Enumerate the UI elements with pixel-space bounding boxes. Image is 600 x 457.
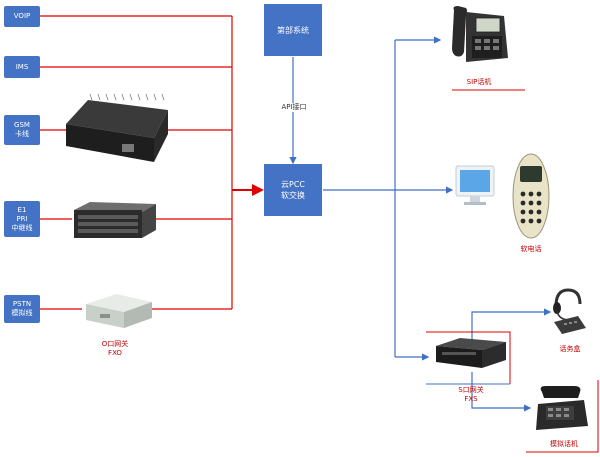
sip-phone-label: SIP话机 [466, 78, 492, 86]
analog-phone-label: 模拟话机 [550, 440, 578, 448]
fxs-gateway-label: S口网关 FXS [446, 386, 496, 404]
gsm-gateway-device [66, 93, 168, 162]
source-pstn: PSTN 模拟线 [4, 295, 40, 323]
source-e1-label-2: PRI [16, 214, 28, 223]
sip-phone-device [452, 6, 508, 62]
e1-gateway-device [74, 202, 156, 238]
fxo-gateway-label: O口网关 FXO [86, 340, 144, 358]
source-ims: IMS [4, 56, 40, 78]
source-e1-label-3: 中继线 [11, 223, 33, 232]
fxs-gateway-label-1: S口网关 [458, 386, 484, 394]
source-pstn-label-1: PSTN [12, 300, 32, 308]
fxo-gateway-label-2: FXO [108, 349, 122, 357]
soft-switch-label-2: 软交换 [281, 191, 305, 200]
analog-phone-frame [526, 380, 599, 453]
monitor-device [455, 165, 495, 205]
source-ims-label: IMS [15, 62, 29, 71]
source-gsm: GSM 卡线 [4, 115, 40, 145]
api-interface-label: API接口 [272, 103, 316, 112]
source-e1: E1 PRI 中继线 [4, 201, 40, 237]
crm-system-box: 第部系统 [264, 4, 322, 56]
fxs-gateway-label-2: FXS [464, 395, 478, 403]
analog-phone-device [536, 386, 588, 430]
headset-phone-label: 话务盒 [559, 345, 581, 353]
to-headset-arrow [471, 308, 552, 340]
source-voip-label: VOIP [13, 12, 31, 20]
fxo-gateway-device [86, 294, 152, 328]
source-gsm-label-2: 卡线 [15, 130, 29, 138]
soft-switch-label-1: 云PCC [281, 180, 305, 189]
crm-system-label: 第部系统 [277, 25, 309, 35]
fxs-gateway-device [436, 338, 506, 368]
source-gsm-label-1: GSM [14, 121, 30, 129]
headset-phone-device [553, 288, 586, 334]
source-e1-label-1: E1 [17, 205, 27, 214]
soft-phone-label: 软电话 [520, 245, 542, 253]
fxo-gateway-label-1: O口网关 [101, 340, 129, 348]
soft-switch-box: 云PCC 软交换 [264, 164, 322, 216]
source-pstn-label-2: 模拟线 [11, 309, 33, 317]
fxs-frame-red [426, 331, 511, 384]
soft-phone-handset-device [512, 153, 550, 239]
source-voip: VOIP [4, 6, 40, 27]
